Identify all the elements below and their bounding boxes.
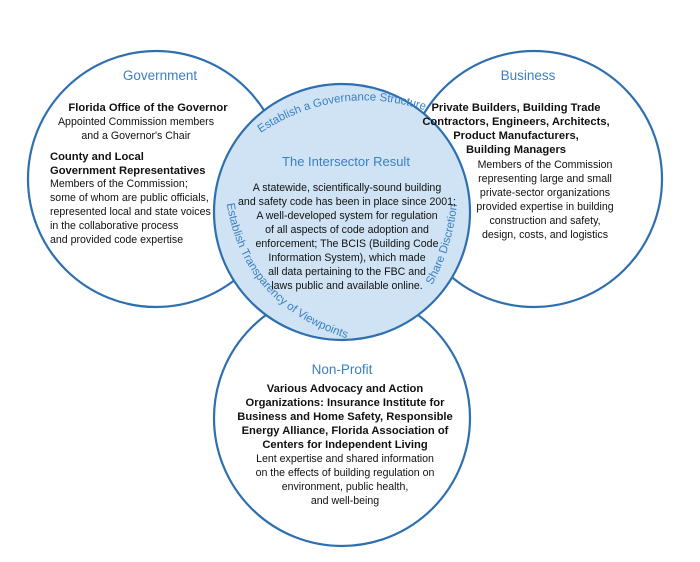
text-line: Centers for Independent Living — [262, 439, 428, 451]
text-line: and provided code expertise — [50, 234, 183, 246]
business-title: Business — [501, 68, 556, 83]
text-line: all data pertaining to the FBC and — [268, 266, 426, 278]
text-line: in the collaborative process — [50, 220, 178, 232]
text-line: laws public and available online. — [271, 280, 422, 292]
business-description: Members of the Commission representing la… — [476, 159, 613, 241]
text-line: A well-developed system for regulation — [256, 210, 437, 222]
text-line: on the effects of building regulation on — [256, 467, 435, 479]
government-title: Government — [123, 68, 198, 83]
text-line: Organizations: Insurance Institute for — [246, 397, 446, 409]
government-office-description: Appointed Commission members and a Govern… — [58, 116, 214, 142]
center-description: A statewide, scientifically-sound buildi… — [238, 182, 456, 292]
text-line: and safety code has been in place since … — [238, 196, 456, 208]
center-title: The Intersector Result — [282, 154, 410, 169]
business-heading: Private Builders, Building TradeContract… — [422, 102, 609, 156]
text-line: Private Builders, Building Trade — [431, 102, 600, 114]
text-line: A statewide, scientifically-sound buildi… — [253, 182, 442, 194]
text-line: Product Manufacturers, — [453, 130, 579, 142]
text-line: County and Local — [50, 151, 144, 163]
text-line: construction and safety, — [489, 215, 600, 227]
nonprofit-description: Lent expertise and shared information on … — [256, 453, 435, 507]
government-local-description: Members of the Commission; some of whom a… — [50, 178, 211, 246]
text-line: Members of the Commission — [478, 159, 613, 171]
text-line: Lent expertise and shared information — [256, 453, 434, 465]
text-line: provided expertise in building — [476, 201, 613, 213]
text-line: Various Advocacy and Action — [267, 383, 424, 395]
text-line: enforcement; The BCIS (Building Code — [256, 238, 439, 250]
text-line: and a Governor's Chair — [81, 130, 191, 142]
text-line: Contractors, Engineers, Architects, — [422, 116, 609, 128]
government-office-heading: Florida Office of the Governor — [68, 102, 228, 114]
text-line: Business and Home Safety, Responsible — [237, 411, 453, 423]
nonprofit-title: Non-Profit — [312, 362, 373, 377]
text-line: of all aspects of code adoption and — [265, 224, 429, 236]
text-line: environment, public health, — [282, 481, 409, 493]
text-line: some of whom are public officials, — [50, 192, 209, 204]
text-line: representing large and small — [478, 173, 612, 185]
text-line: Appointed Commission members — [58, 116, 214, 128]
text-line: Florida Office of the Governor — [68, 102, 228, 114]
text-line: Energy Alliance, Florida Association of — [242, 425, 449, 437]
intersector-center-circle — [212, 82, 472, 342]
nonprofit-heading: Various Advocacy and ActionOrganizations… — [237, 383, 453, 451]
text-line: private-sector organizations — [480, 187, 610, 199]
text-line: Information System), which made — [268, 252, 425, 264]
text-line: design, costs, and logistics — [482, 229, 608, 241]
text-line: Members of the Commission; — [50, 178, 188, 190]
text-line: Government Representatives — [50, 165, 205, 177]
text-line: Building Managers — [466, 144, 566, 156]
text-line: and well-being — [311, 495, 379, 507]
text-line: represented local and state voices — [50, 206, 211, 218]
